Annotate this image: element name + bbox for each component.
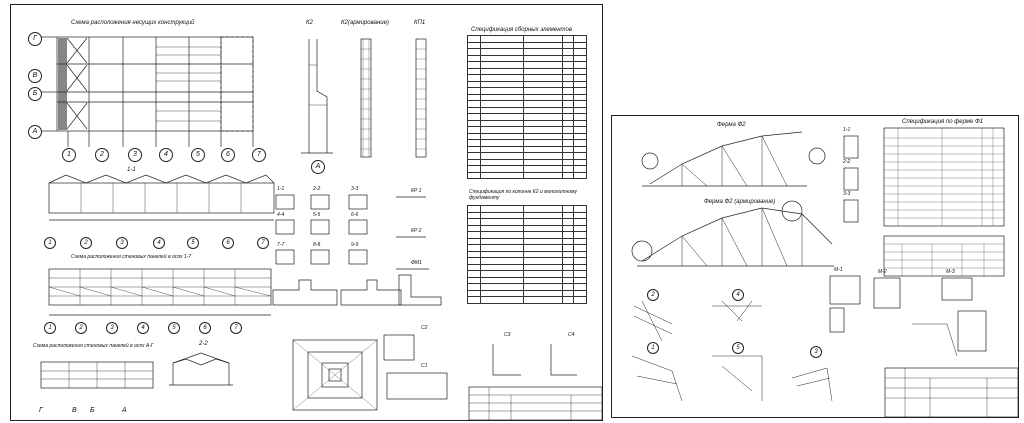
m2-label: М-2 bbox=[878, 269, 887, 275]
m1-label: М-1 bbox=[834, 267, 843, 273]
sec-3-3: 3-3 bbox=[351, 186, 359, 192]
sec-4-4: 4-4 bbox=[277, 212, 285, 218]
axis-row-v: В bbox=[28, 69, 42, 83]
wp-axis-7: 7 bbox=[230, 322, 242, 334]
axis-col-1: 1 bbox=[62, 148, 76, 162]
sec-7-7: 7-7 bbox=[277, 242, 285, 248]
sec11-axis-1: 1 bbox=[44, 237, 56, 249]
node-3-marker: 3 bbox=[810, 346, 822, 358]
truss-f2-arm-title: Ферма Ф2 (армирование) bbox=[704, 199, 776, 205]
sec-9-9: 9-9 bbox=[351, 242, 359, 248]
wall-panels-title-ag: Схема расположения стеновых панелей в ос… bbox=[33, 343, 154, 349]
bottom-axis-v: В bbox=[72, 407, 77, 414]
axis-col-3: 3 bbox=[128, 148, 142, 162]
drawing-sheet-1: Схема расположения несущих конструкций Г… bbox=[10, 4, 603, 421]
axis-col-4: 4 bbox=[159, 148, 173, 162]
node-1-marker: 1 bbox=[647, 342, 659, 354]
truss-f2-title: Ферма Ф2 bbox=[717, 122, 746, 128]
wp-axis-5: 5 bbox=[168, 322, 180, 334]
sec11-axis-2: 2 bbox=[80, 237, 92, 249]
section-2-2-label: 2-2 bbox=[199, 341, 208, 347]
sec-8-8: 8-8 bbox=[313, 242, 321, 248]
spec-table bbox=[467, 35, 587, 179]
c1-label: С1 bbox=[421, 363, 428, 369]
wp-axis-6: 6 bbox=[199, 322, 211, 334]
f-sec-1-1: 1-1 bbox=[843, 127, 851, 133]
sec-1-1: 1-1 bbox=[277, 186, 285, 192]
c4-label: С4 bbox=[568, 332, 575, 338]
wp-axis-3: 3 bbox=[106, 322, 118, 334]
f-sec-2-2: 2-2 bbox=[843, 159, 851, 165]
axis-col-5: 5 bbox=[191, 148, 205, 162]
c2-label: С2 bbox=[421, 325, 428, 331]
bottom-axis-g: Г bbox=[39, 407, 43, 414]
drawing-sheet-2: Ферма Ф2 Ферма Ф2 (армирование) Специфик… bbox=[611, 115, 1019, 418]
c3-label: С3 bbox=[504, 332, 511, 338]
axis-row-b: Б bbox=[28, 87, 42, 101]
wp-axis-2: 2 bbox=[75, 322, 87, 334]
k2-armatura-title: К2(армирование) bbox=[341, 20, 389, 26]
bottom-axis-a: А bbox=[122, 407, 127, 414]
axis-col-7: 7 bbox=[252, 148, 266, 162]
axis-row-a: А bbox=[28, 125, 42, 139]
sec11-axis-6: 6 bbox=[222, 237, 234, 249]
sheet2-linework bbox=[631, 127, 1018, 417]
kr2-label: КР 2 bbox=[411, 228, 422, 234]
kr1-label: КР 1 bbox=[411, 188, 422, 194]
spec-f1-title: Спецификация по ферме Ф1 bbox=[902, 119, 984, 125]
sec-5-5: 5-5 bbox=[313, 212, 321, 218]
k2-axis-a: А bbox=[311, 160, 325, 174]
spec-column-table bbox=[467, 205, 587, 304]
axis-col-6: 6 bbox=[221, 148, 235, 162]
sec-2-2: 2-2 bbox=[313, 186, 321, 192]
axis-row-g: Г bbox=[28, 32, 42, 46]
f-sec-3-3: 3-3 bbox=[843, 191, 851, 197]
kp1-title: КП1 bbox=[414, 20, 426, 26]
fm1-label: ФМ1 bbox=[411, 260, 422, 266]
section-1-1-label: 1-1 bbox=[127, 167, 136, 173]
sec11-axis-3: 3 bbox=[116, 237, 128, 249]
sheet1-linework bbox=[40, 36, 602, 420]
node-4-marker: 4 bbox=[732, 289, 744, 301]
spec-column-title: Спецификация по колонне К2 и монолитному… bbox=[469, 189, 577, 201]
wall-panels-title: Схема расположения стеновых панелей в ос… bbox=[71, 254, 192, 260]
sec11-axis-5: 5 bbox=[187, 237, 199, 249]
sec11-axis-4: 4 bbox=[153, 237, 165, 249]
sec-6-6: 6-6 bbox=[351, 212, 359, 218]
wp-axis-1: 1 bbox=[44, 322, 56, 334]
node-5-marker: 5 bbox=[732, 342, 744, 354]
node-2-marker: 2 bbox=[647, 289, 659, 301]
k2-title: К2 bbox=[306, 20, 313, 26]
wp-axis-4: 4 bbox=[137, 322, 149, 334]
spec-title: Спецификация сборных элементов bbox=[471, 27, 572, 33]
sec11-axis-7: 7 bbox=[257, 237, 269, 249]
bottom-axis-b: Б bbox=[90, 407, 95, 414]
axis-col-2: 2 bbox=[95, 148, 109, 162]
plan-title: Схема расположения несущих конструкций bbox=[71, 20, 195, 26]
m3-label: М-3 bbox=[946, 269, 955, 275]
